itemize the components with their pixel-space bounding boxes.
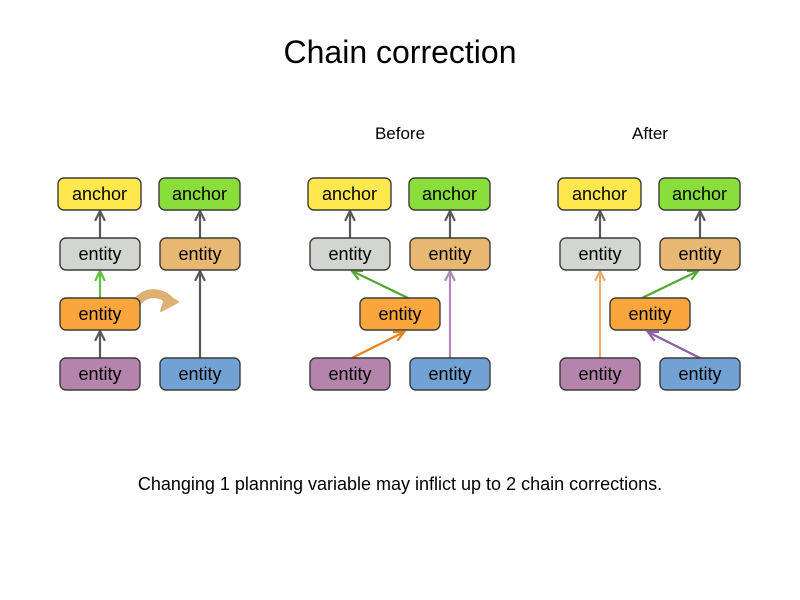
node-box xyxy=(408,177,491,211)
after-section-label: After xyxy=(632,124,668,143)
diagram-after: anchor anchor entity entity entity entity enti… xyxy=(557,177,741,391)
node-entity-d1-e1[interactable]: entity xyxy=(309,237,391,271)
diagram-before: anchor anchor entity entity entity entity enti… xyxy=(307,177,491,391)
diagram-initial: anchor anchor entity entity entity entity enti… xyxy=(57,177,241,391)
node-box xyxy=(559,357,641,391)
node-box xyxy=(557,177,642,211)
arrow-after-blue-entity-to-moved-entity xyxy=(645,330,701,359)
node-anchor-d1-a1[interactable]: anchor xyxy=(307,177,392,211)
node-box xyxy=(59,357,141,391)
node-entity-d1-e3[interactable]: entity xyxy=(359,297,441,331)
node-anchor-d1-a2[interactable]: anchor xyxy=(408,177,491,211)
node-label: entity xyxy=(678,244,721,264)
node-box xyxy=(159,237,241,271)
node-label: anchor xyxy=(572,184,627,204)
arrow-initial-entity-to-anchor-left xyxy=(94,208,106,238)
node-label: anchor xyxy=(422,184,477,204)
node-entity-d2-e5[interactable]: entity xyxy=(659,357,741,391)
node-box xyxy=(409,237,491,271)
node-label: anchor xyxy=(672,184,727,204)
node-label: entity xyxy=(178,244,221,264)
node-box xyxy=(359,297,441,331)
arrow-before-blue-entity-to-tan-entity xyxy=(444,268,456,358)
node-label: entity xyxy=(578,244,621,264)
diagrams-layer: anchor anchor entity entity entity entity enti… xyxy=(57,177,741,391)
node-label: entity xyxy=(78,364,121,384)
node-label: anchor xyxy=(72,184,127,204)
node-entity-d1-e2[interactable]: entity xyxy=(409,237,491,271)
arrow-initial-entity-to-anchor-right xyxy=(194,208,206,238)
node-label: entity xyxy=(378,304,421,324)
node-entity-d1-e5[interactable]: entity xyxy=(409,357,491,391)
arrow-before-moved-entity-to-grey-entity xyxy=(349,269,409,299)
node-anchor-d2-a1[interactable]: anchor xyxy=(557,177,642,211)
node-box xyxy=(159,357,241,391)
node-label: entity xyxy=(428,364,471,384)
node-box xyxy=(659,237,741,271)
node-box xyxy=(59,237,141,271)
arrow-after-entity-to-anchor-left xyxy=(594,208,606,238)
node-box xyxy=(309,237,391,271)
node-entity-d0-e5[interactable]: entity xyxy=(159,357,241,391)
node-box xyxy=(307,177,392,211)
node-label: entity xyxy=(628,304,671,324)
node-label: entity xyxy=(78,244,121,264)
node-box xyxy=(409,357,491,391)
node-anchor-d0-a1[interactable]: anchor xyxy=(57,177,142,211)
arrow-before-entity-to-anchor-right xyxy=(444,208,456,238)
node-anchor-d2-a2[interactable]: anchor xyxy=(658,177,741,211)
arrow-before-purple-entity-to-moved-entity xyxy=(351,330,407,359)
before-section-label: Before xyxy=(375,124,425,143)
node-entity-d0-e2[interactable]: entity xyxy=(159,237,241,271)
node-entity-d2-e1[interactable]: entity xyxy=(559,237,641,271)
node-label: anchor xyxy=(322,184,377,204)
page-title: Chain correction xyxy=(284,34,517,70)
node-label: entity xyxy=(178,364,221,384)
node-box xyxy=(59,297,141,331)
node-box xyxy=(559,237,641,271)
node-label: entity xyxy=(328,244,371,264)
node-entity-d0-e4[interactable]: entity xyxy=(59,357,141,391)
slide-caption: Changing 1 planning variable may inflict… xyxy=(138,474,662,494)
node-entity-d1-e4[interactable]: entity xyxy=(309,357,391,391)
arrow-after-purple-entity-to-grey-entity xyxy=(594,268,606,358)
arrow-initial-orange-entity-to-grey-entity xyxy=(94,268,106,298)
node-label: anchor xyxy=(172,184,227,204)
arrow-before-entity-to-anchor-left xyxy=(344,208,356,238)
node-entity-d2-e4[interactable]: entity xyxy=(559,357,641,391)
node-box xyxy=(57,177,142,211)
arrow-initial-purple-entity-to-orange-entity xyxy=(94,328,106,358)
arrow-after-moved-entity-to-tan-entity xyxy=(641,269,701,299)
node-box xyxy=(309,357,391,391)
node-label: entity xyxy=(578,364,621,384)
node-entity-d2-e3[interactable]: entity xyxy=(609,297,691,331)
node-label: entity xyxy=(678,364,721,384)
node-box xyxy=(659,357,741,391)
node-box xyxy=(658,177,741,211)
node-anchor-d0-a2[interactable]: anchor xyxy=(158,177,241,211)
node-label: entity xyxy=(428,244,471,264)
node-label: entity xyxy=(78,304,121,324)
arrow-initial-blue-entity-to-tan-entity xyxy=(194,268,206,358)
node-entity-d0-e3[interactable]: entity xyxy=(59,297,141,331)
node-box xyxy=(609,297,691,331)
node-box xyxy=(158,177,241,211)
node-entity-d2-e2[interactable]: entity xyxy=(659,237,741,271)
node-label: entity xyxy=(328,364,371,384)
node-entity-d0-e1[interactable]: entity xyxy=(59,237,141,271)
arrow-after-entity-to-anchor-right xyxy=(694,208,706,238)
